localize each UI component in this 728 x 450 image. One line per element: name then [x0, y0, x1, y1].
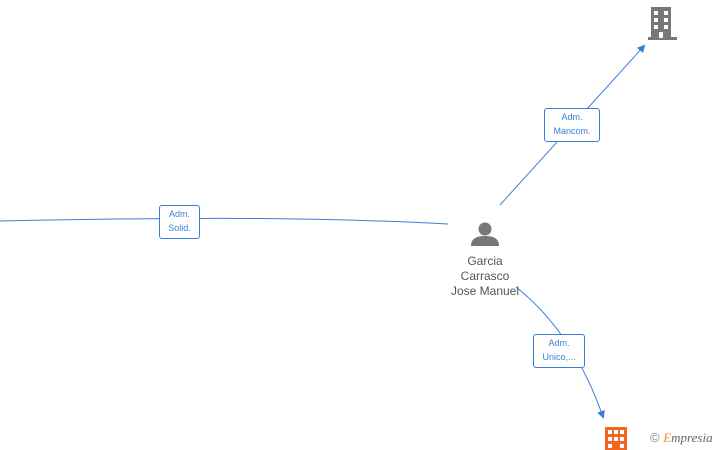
edge-label-adm-solid[interactable]: Adm. Solid. — [159, 205, 200, 239]
edge-label-adm-unico[interactable]: Adm. Unico,... — [533, 334, 585, 368]
building-icon[interactable] — [605, 427, 627, 450]
brand-initial: E — [663, 430, 672, 445]
empresia-watermark: © Empresia — [650, 430, 713, 446]
edge-label-line: Adm. — [548, 338, 570, 348]
person-name-line: Jose Manuel — [450, 284, 520, 298]
edge-label-line: Mancom. — [553, 126, 591, 136]
person-name[interactable]: Garcia Carrasco Jose Manuel — [430, 254, 540, 299]
edge-label-line: Unico,... — [542, 352, 576, 362]
edge-label-line: Adm. — [168, 209, 190, 219]
person-icon[interactable] — [471, 222, 499, 247]
building-icon[interactable] — [648, 7, 677, 40]
edge-left-line — [0, 217, 449, 225]
person-name-line: Garcia — [467, 254, 503, 268]
brand-name: mpresia — [671, 430, 713, 445]
person-name-line: Carrasco — [460, 269, 510, 283]
edge-label-adm-mancom[interactable]: Adm. Mancom. — [544, 108, 600, 142]
edge-label-line: Solid. — [168, 223, 191, 233]
edge-label-line: Adm. — [561, 112, 583, 122]
copyright-symbol: © — [650, 430, 660, 445]
